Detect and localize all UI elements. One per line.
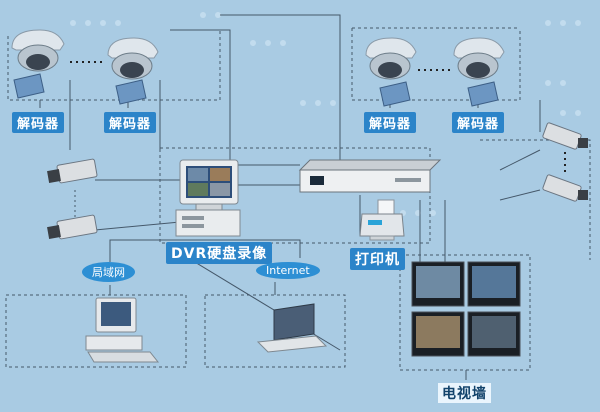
decoder-label: 解码器 [452, 112, 505, 133]
dvr-label: DVR硬盘录像 [166, 242, 273, 264]
printer-label: 打印机 [350, 248, 405, 270]
video-wall-label: 电视墙 [438, 383, 491, 403]
internet-label: Internet [256, 262, 320, 279]
lan-label: 局域网 [82, 262, 135, 282]
decoder-label: 解码器 [104, 112, 157, 133]
decoder-label: 解码器 [12, 112, 65, 133]
decoder-label: 解码器 [364, 112, 417, 133]
